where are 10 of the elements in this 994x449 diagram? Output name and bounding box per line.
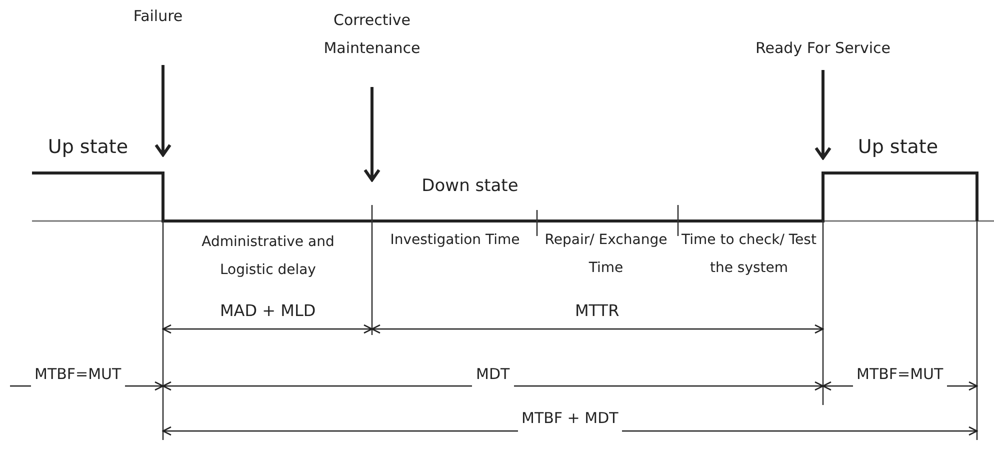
phase-label: Investigation Time (389, 231, 521, 250)
state-label: Down state (420, 175, 520, 198)
phase-label: Time to check/ Test the system (680, 231, 818, 278)
phase-label: Repair/ Exchange Time (544, 231, 668, 278)
state-label: Up state (46, 135, 130, 160)
phase-label: Administrative and Logistic delay (200, 233, 336, 280)
event-label: Corrective Maintenance (322, 10, 422, 59)
event-label: Failure (132, 6, 184, 27)
state-label: Up state (856, 135, 940, 160)
event-label: Ready For Service (754, 38, 892, 59)
